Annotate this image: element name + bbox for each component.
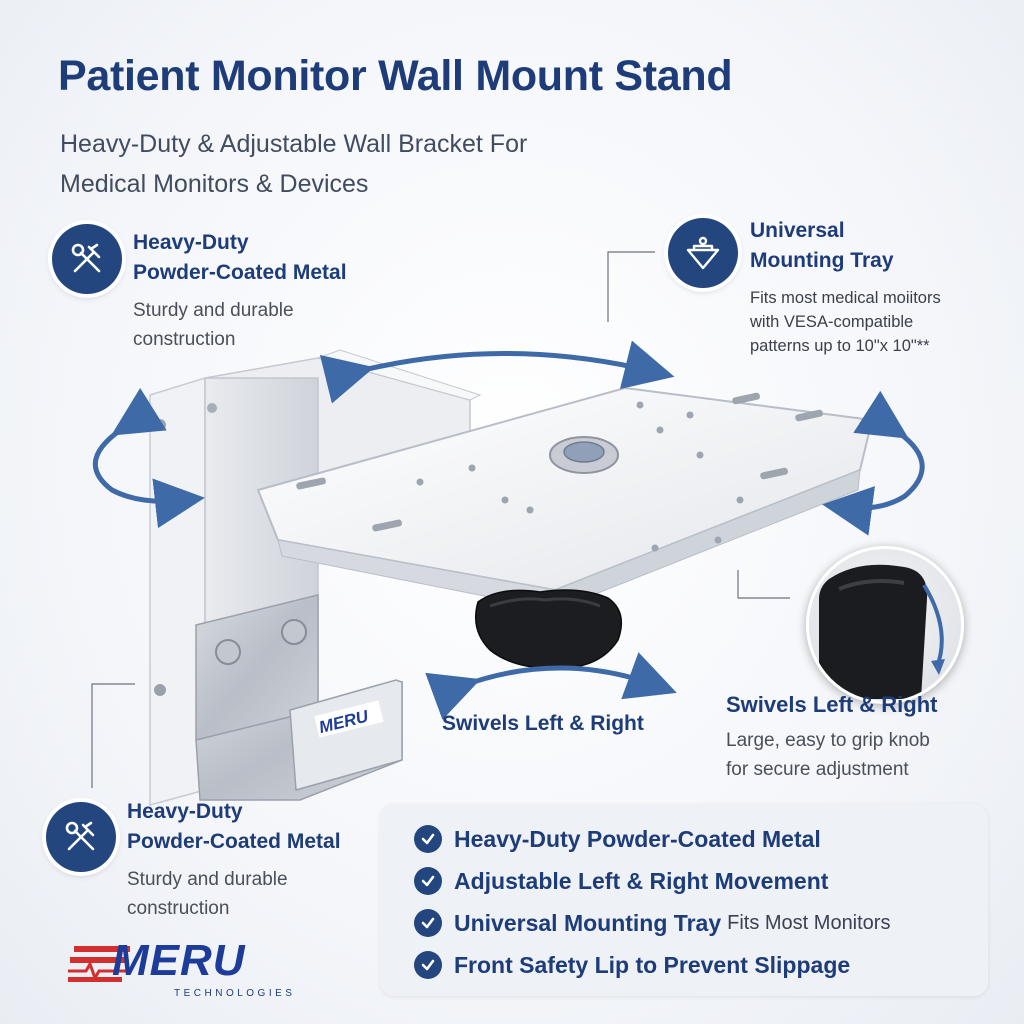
check-icon — [414, 951, 442, 979]
feature-desc: Sturdy and durable — [133, 300, 294, 321]
hammer-wrench-icon — [65, 821, 95, 851]
benefit-text: Adjustable Left & Right Movement — [454, 867, 829, 894]
check-icon — [414, 825, 442, 853]
page-subtitle: Heavy-Duty & Adjustable Wall Bracket For… — [60, 124, 700, 204]
benefit-text: Heavy-Duty Powder-Coated Metal — [454, 825, 821, 852]
feature-desc: for secure adjustment — [726, 759, 909, 780]
feature-top-right: Universal Mounting Tray Fits most medica… — [750, 216, 1015, 358]
feature-title: Swivels Left & Right — [726, 692, 938, 717]
logo-name: MERU — [112, 936, 246, 985]
callout-lines — [91, 251, 790, 788]
arrow-left-rotate — [92, 387, 205, 529]
check-icon — [414, 909, 442, 937]
check-icon — [414, 867, 442, 895]
mounting-screw — [154, 684, 166, 696]
feature-swivel-right: Swivels Left & Right Large, easy to grip… — [726, 690, 1006, 784]
feature-title: Powder-Coated Metal — [133, 261, 347, 284]
feature-desc: Large, easy to grip knob — [726, 730, 930, 751]
benefit-text: Front Safety Lip to Prevent Slippage — [454, 951, 851, 978]
benefit-subtext: Fits Most Monitors — [727, 911, 891, 934]
motion-arrows — [92, 340, 925, 720]
arrow-right-rotate — [822, 390, 925, 536]
hammer-wrench-icon — [71, 243, 101, 273]
feature-icon-bottom-left — [46, 802, 116, 872]
feature-icon-top-right — [668, 218, 738, 288]
lip-bolt — [281, 619, 307, 645]
feature-top-left: Heavy-Duty Powder-Coated Metal Sturdy an… — [133, 228, 413, 354]
benefits-panel: Heavy-Duty Powder-Coated Metal Adjustabl… — [380, 804, 988, 996]
feature-title: Heavy-Duty — [127, 800, 243, 823]
logo-subtext: TECHNOLOGIES — [174, 988, 296, 999]
feature-title: Powder-Coated Metal — [127, 830, 341, 853]
arrow-top-swivel — [319, 340, 675, 404]
feature-desc: construction — [127, 898, 230, 919]
arrow-knob-swivel — [425, 652, 677, 720]
subtitle-line: Medical Monitors & Devices — [60, 170, 369, 198]
mounting-screw — [154, 419, 166, 431]
feature-title: Mounting Tray — [750, 249, 894, 272]
tray-icon — [686, 236, 720, 270]
subtitle-line: Heavy-Duty & Adjustable Wall Bracket For — [60, 130, 528, 158]
benefit-item: Front Safety Lip to Prevent Slippage — [414, 944, 988, 986]
benefit-item: Universal Mounting Tray Fits Most Monito… — [414, 902, 988, 944]
feature-title: Universal — [750, 219, 845, 242]
brand-logo: MERU TECHNOLOGIES — [68, 936, 292, 1004]
knob-closeup-image — [819, 564, 945, 699]
logo-stripes-icon — [68, 946, 130, 982]
feature-desc: patterns up to 10"x 10"** — [750, 337, 930, 355]
feature-desc: with VESA-compatible — [750, 313, 914, 331]
feature-bottom-left: Heavy-Duty Powder-Coated Metal Sturdy an… — [127, 797, 377, 923]
feature-title: Heavy-Duty — [133, 231, 249, 254]
safety-lip-bracket: MERU — [195, 594, 403, 801]
feature-icon-top-left — [52, 224, 122, 294]
adjustment-knob — [475, 589, 623, 669]
swivel-center-label: Swivels Left & Right — [442, 712, 644, 735]
feature-desc: Sturdy and durable — [127, 869, 288, 890]
feature-desc: Fits most medical moiitors — [750, 289, 941, 307]
benefits-list: Heavy-Duty Powder-Coated Metal Adjustabl… — [380, 804, 988, 986]
benefit-item: Heavy-Duty Powder-Coated Metal — [414, 818, 988, 860]
feature-desc: construction — [133, 329, 236, 350]
lip-bolt — [215, 639, 241, 665]
benefit-item: Adjustable Left & Right Movement — [414, 860, 988, 902]
page-title: Patient Monitor Wall Mount Stand — [58, 52, 733, 100]
benefit-text: Universal Mounting Tray — [454, 909, 722, 936]
mounting-screw — [207, 403, 217, 413]
knob-closeup-inset — [806, 546, 964, 704]
